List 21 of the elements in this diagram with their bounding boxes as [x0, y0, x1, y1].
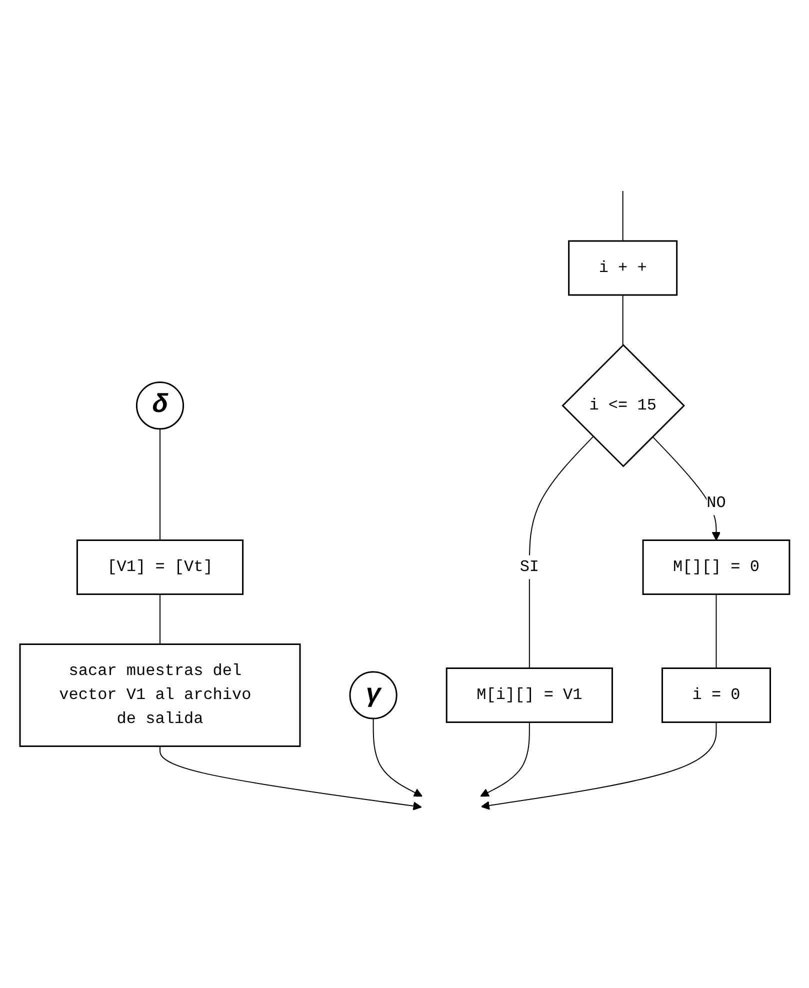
node-circle: γ [349, 672, 398, 720]
connector [622, 190, 624, 242]
arrow [480, 722, 530, 797]
connector [622, 294, 624, 346]
node-box: i + + [568, 240, 678, 296]
node-box: M[][] = 0 [642, 540, 790, 596]
node-circle: δ [136, 382, 184, 430]
connector [528, 436, 594, 670]
node-diamond: i <= 15 [561, 344, 685, 468]
connector [159, 594, 160, 646]
edge-label: NO [706, 494, 726, 513]
node-box: [V1] = [Vt] [76, 540, 244, 596]
arrow [652, 436, 720, 541]
node-box: sacar muestras del vector V1 al archivo de salida [19, 644, 301, 748]
arrow [372, 718, 422, 797]
node-box: i = 0 [661, 668, 771, 724]
connector [159, 428, 160, 542]
arrow [159, 746, 422, 811]
edge-label: SI [520, 558, 539, 577]
arrow [480, 722, 716, 810]
node-box: M[i][] = V1 [446, 668, 613, 724]
